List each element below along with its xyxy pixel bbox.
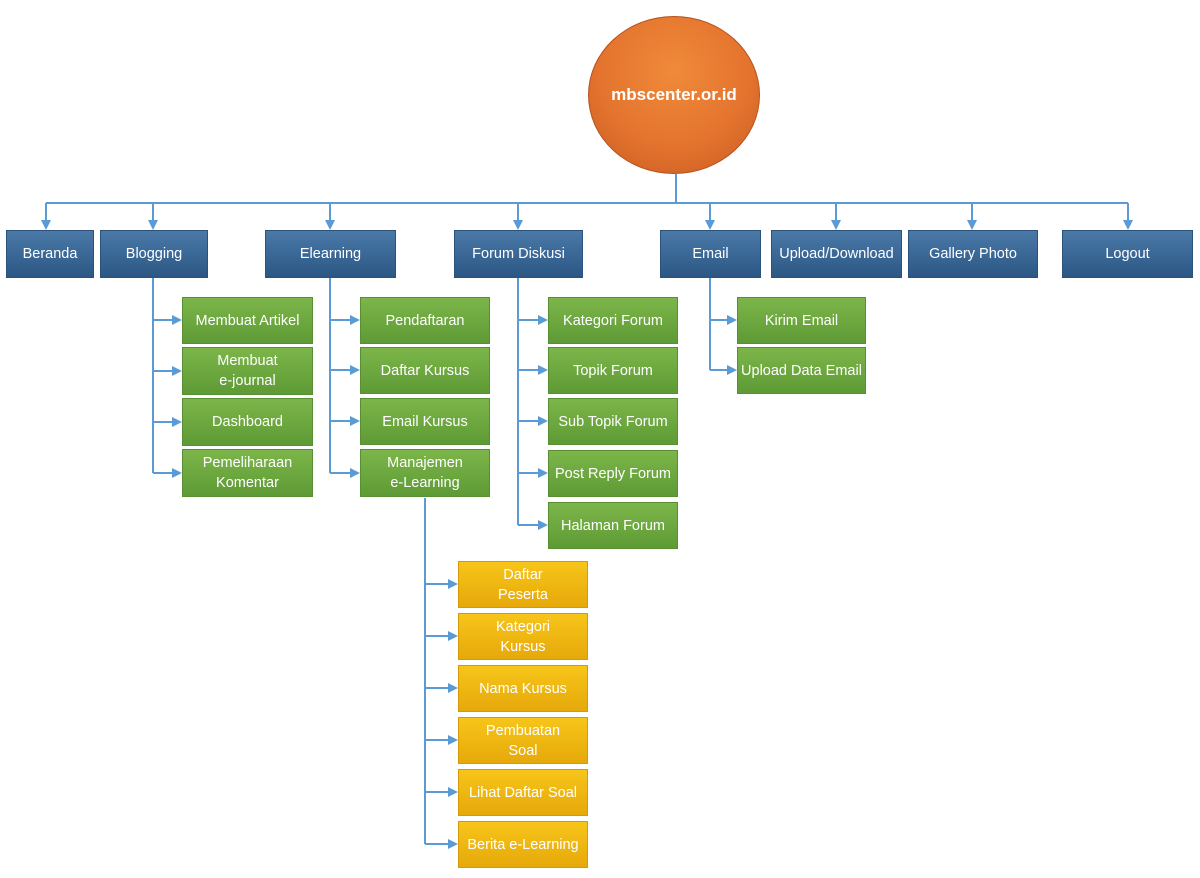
menu-email-label: Email [692, 246, 729, 262]
menu-email[interactable]: Email [660, 230, 761, 278]
manajemen-item-label: Pembuatan Soal [485, 722, 561, 759]
menu-elearning-label: Elearning [299, 246, 362, 262]
menu-elearning[interactable]: Elearning [265, 230, 396, 278]
menu-blogging-label: Blogging [125, 246, 183, 262]
manajemen-item-label: Kategori Kursus [495, 618, 550, 655]
menu-beranda[interactable]: Beranda [6, 230, 94, 278]
root-node-mbscenter[interactable]: mbscenter.or.id [588, 16, 760, 174]
forum-item-label: Topik Forum [573, 362, 653, 379]
menu-gallery-photo-label: Gallery Photo [929, 246, 1017, 262]
elearning-item-label: Daftar Kursus [380, 362, 470, 379]
elearning-item-label: Manajemen e-Learning [387, 455, 463, 491]
elearning-manajemen-e-learning[interactable]: Manajemen e-Learning [360, 449, 490, 497]
email-kirim-email[interactable]: Kirim Email [737, 297, 866, 344]
manajemen-kategori-kursus[interactable]: Kategori Kursus [458, 613, 588, 660]
menu-forum-diskusi-label: Forum Diskusi [472, 246, 565, 262]
manajemen-lihat-daftar-soal[interactable]: Lihat Daftar Soal [458, 769, 588, 816]
menu-upload-download[interactable]: Upload/Download [771, 230, 902, 278]
manajemen-pembuatan-soal[interactable]: Pembuatan Soal [458, 717, 588, 764]
forum-kategori-forum[interactable]: Kategori Forum [548, 297, 678, 344]
elearning-daftar-kursus[interactable]: Daftar Kursus [360, 347, 490, 394]
forum-item-label: Halaman Forum [561, 517, 665, 534]
blogging-dashboard[interactable]: Dashboard [182, 398, 313, 446]
menu-upload-download-label: Upload/Download [779, 246, 894, 262]
forum-item-label: Kategori Forum [563, 312, 663, 329]
elearning-item-label: Email Kursus [382, 413, 468, 430]
manajemen-item-label: Berita e-Learning [467, 836, 579, 853]
blogging-item-label: Pemeliharaan Komentar [202, 455, 293, 491]
root-node-label: mbscenter.or.id [611, 85, 737, 104]
email-upload-data-email[interactable]: Upload Data Email [737, 347, 866, 394]
elearning-pendaftaran[interactable]: Pendaftaran [360, 297, 490, 344]
menu-beranda-label: Beranda [22, 246, 78, 262]
elearning-email-kursus[interactable]: Email Kursus [360, 398, 490, 445]
email-item-label: Upload Data Email [741, 362, 862, 379]
email-item-label: Kirim Email [764, 312, 839, 329]
forum-post-reply-forum[interactable]: Post Reply Forum [548, 450, 678, 497]
menu-gallery-photo[interactable]: Gallery Photo [908, 230, 1038, 278]
elearning-item-label: Pendaftaran [385, 312, 465, 329]
blogging-item-label: Membuat e-journal [217, 353, 278, 389]
forum-halaman-forum[interactable]: Halaman Forum [548, 502, 678, 549]
forum-topik-forum[interactable]: Topik Forum [548, 347, 678, 394]
menu-logout[interactable]: Logout [1062, 230, 1193, 278]
blogging-pemeliharaan-komentar[interactable]: Pemeliharaan Komentar [182, 449, 313, 497]
manajemen-item-label: Nama Kursus [479, 680, 567, 697]
menu-logout-label: Logout [1105, 246, 1150, 262]
forum-item-label: Post Reply Forum [554, 465, 672, 482]
blogging-item-label: Dashboard [212, 414, 283, 430]
blogging-membuat-e-journal[interactable]: Membuat e-journal [182, 347, 313, 395]
forum-sub-topik-forum[interactable]: Sub Topik Forum [548, 398, 678, 445]
manajemen-item-label: Lihat Daftar Soal [468, 784, 577, 801]
blogging-item-label: Membuat Artikel [195, 312, 300, 329]
manajemen-berita-e-learning[interactable]: Berita e-Learning [458, 821, 588, 868]
manajemen-nama-kursus[interactable]: Nama Kursus [458, 665, 588, 712]
manajemen-daftar-peserta[interactable]: Daftar Peserta [458, 561, 588, 608]
blogging-membuat-artikel[interactable]: Membuat Artikel [182, 297, 313, 344]
menu-blogging[interactable]: Blogging [100, 230, 208, 278]
forum-item-label: Sub Topik Forum [558, 413, 668, 430]
menu-forum-diskusi[interactable]: Forum Diskusi [454, 230, 583, 278]
manajemen-item-label: Daftar Peserta [498, 566, 548, 603]
